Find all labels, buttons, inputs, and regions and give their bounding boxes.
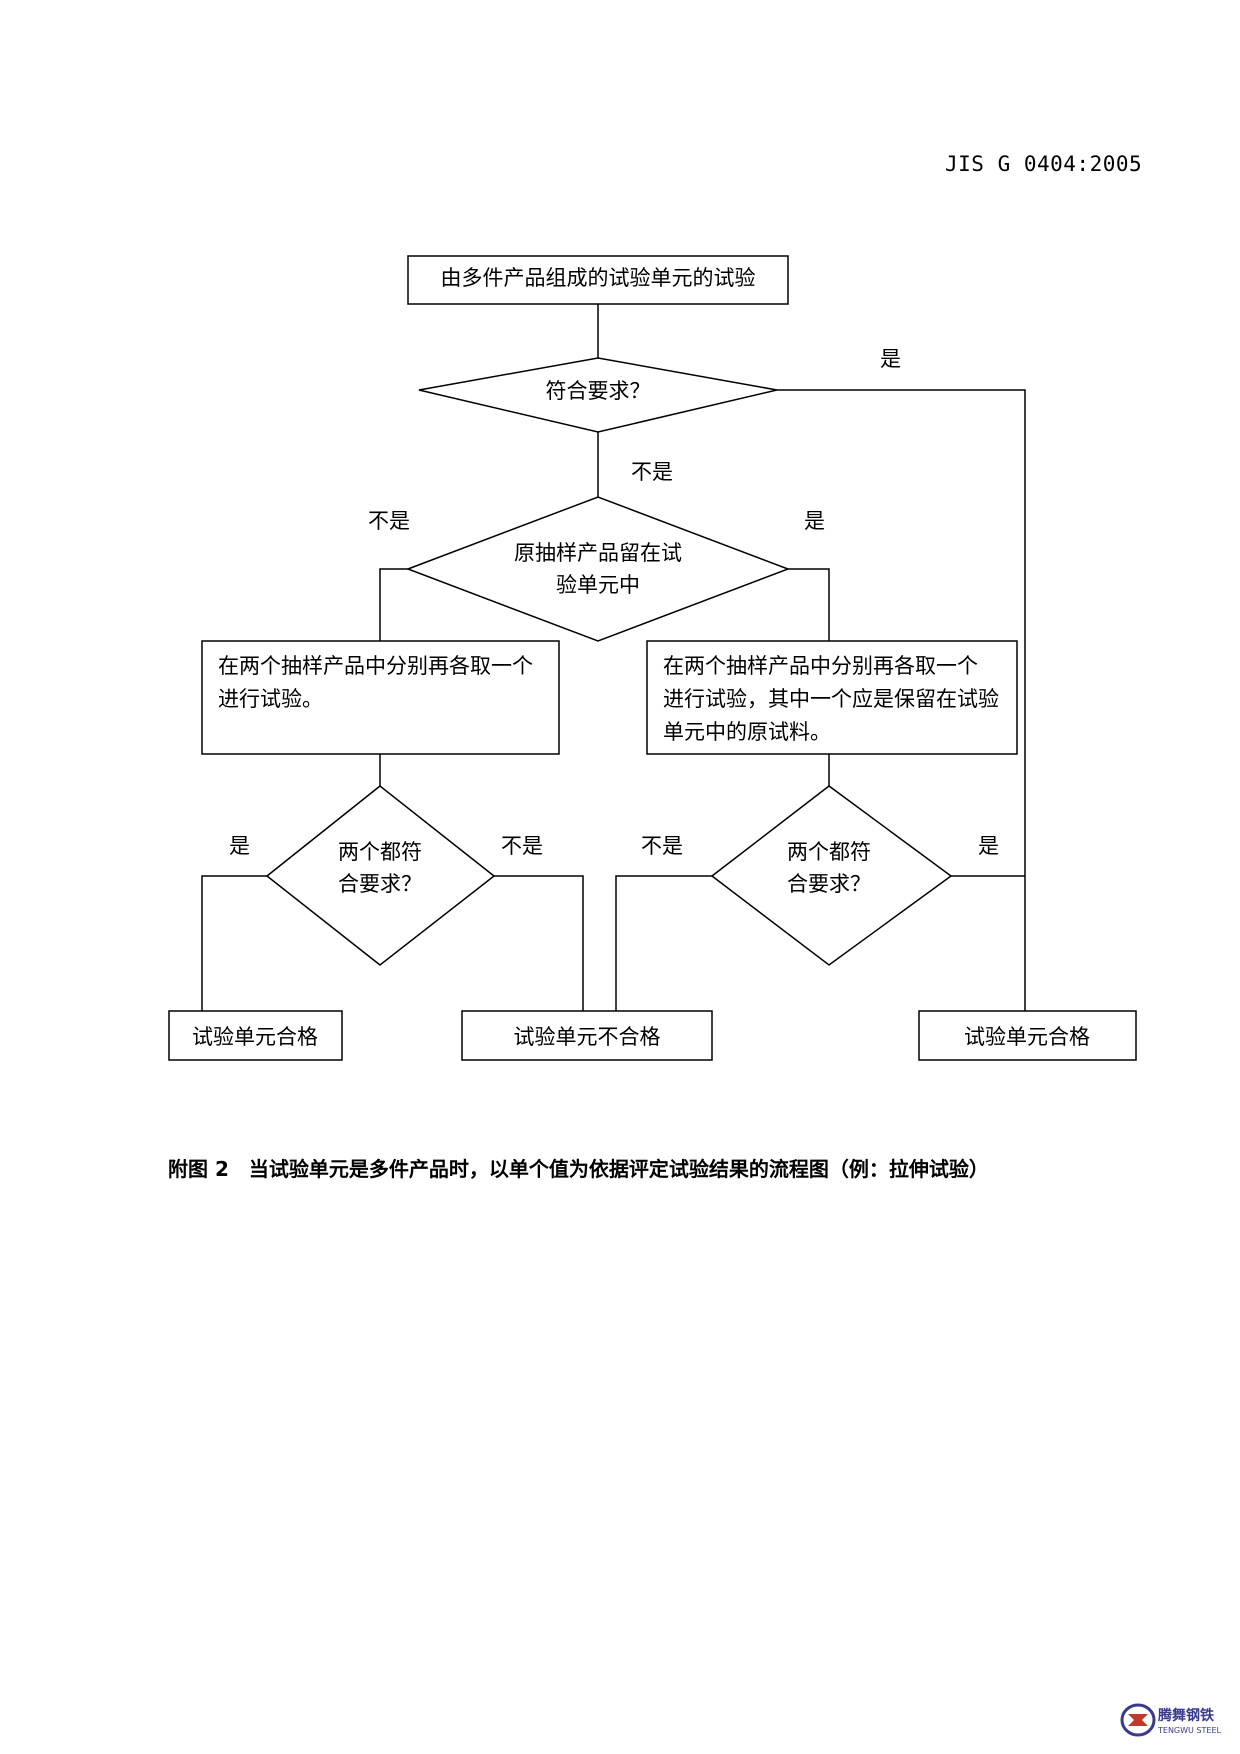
- box-right-line3: 单元中的原试料。: [663, 720, 831, 744]
- box-right-line1: 在两个抽样产品中分别再各取一个: [663, 654, 978, 678]
- retest-box-right: [646, 640, 1018, 755]
- box-left-line1: 在两个抽样产品中分别再各取一个: [218, 654, 533, 678]
- decision-both-left-line2: 合要求？: [338, 872, 422, 896]
- decision-both-right-line1: 两个都符: [787, 840, 871, 864]
- tengwu-logo: 腾舞钢铁 TENGWU STEEL: [1120, 1703, 1222, 1737]
- result-pass-right-label: 试验单元合格: [964, 1025, 1090, 1049]
- label-no-4: 不是: [641, 834, 683, 858]
- result-fail-label: 试验单元不合格: [514, 1025, 661, 1049]
- label-no-2: 不是: [368, 509, 410, 533]
- label-yes-4: 是: [978, 834, 999, 858]
- decision-sample-retained: [405, 496, 791, 642]
- decision-retained-line1: 原抽样产品留在试: [514, 541, 682, 565]
- logo-text-en: TENGWU STEEL: [1157, 1726, 1222, 1735]
- result-pass-right-box: [918, 1010, 1137, 1061]
- decision-meets-label: 符合要求？: [546, 379, 651, 403]
- standard-number: JIS G 0404:2005: [945, 152, 1143, 176]
- start-box-label: 由多件产品组成的试验单元的试验: [441, 266, 756, 290]
- result-pass-left-label: 试验单元合格: [192, 1025, 318, 1049]
- label-no-1: 不是: [631, 460, 673, 484]
- decision-both-left-line1: 两个都符: [338, 840, 422, 864]
- box-left-line2: 进行试验。: [218, 687, 323, 711]
- result-fail-box: [461, 1010, 713, 1061]
- label-yes-2: 是: [804, 509, 825, 533]
- decision-retained-line2: 验单元中: [556, 573, 640, 597]
- logo-text-cn: 腾舞钢铁: [1158, 1707, 1214, 1724]
- label-yes-3: 是: [229, 834, 250, 858]
- box-right-line2: 进行试验，其中一个应是保留在试验: [663, 687, 999, 711]
- label-yes-1: 是: [880, 347, 901, 371]
- decision-both-right-line2: 合要求？: [787, 872, 871, 896]
- result-pass-left-box: [168, 1010, 343, 1061]
- figure-caption: 附图 2 当试验单元是多件产品时，以单个值为依据评定试验结果的流程图（例：拉伸试…: [168, 1157, 989, 1181]
- label-no-3: 不是: [501, 834, 543, 858]
